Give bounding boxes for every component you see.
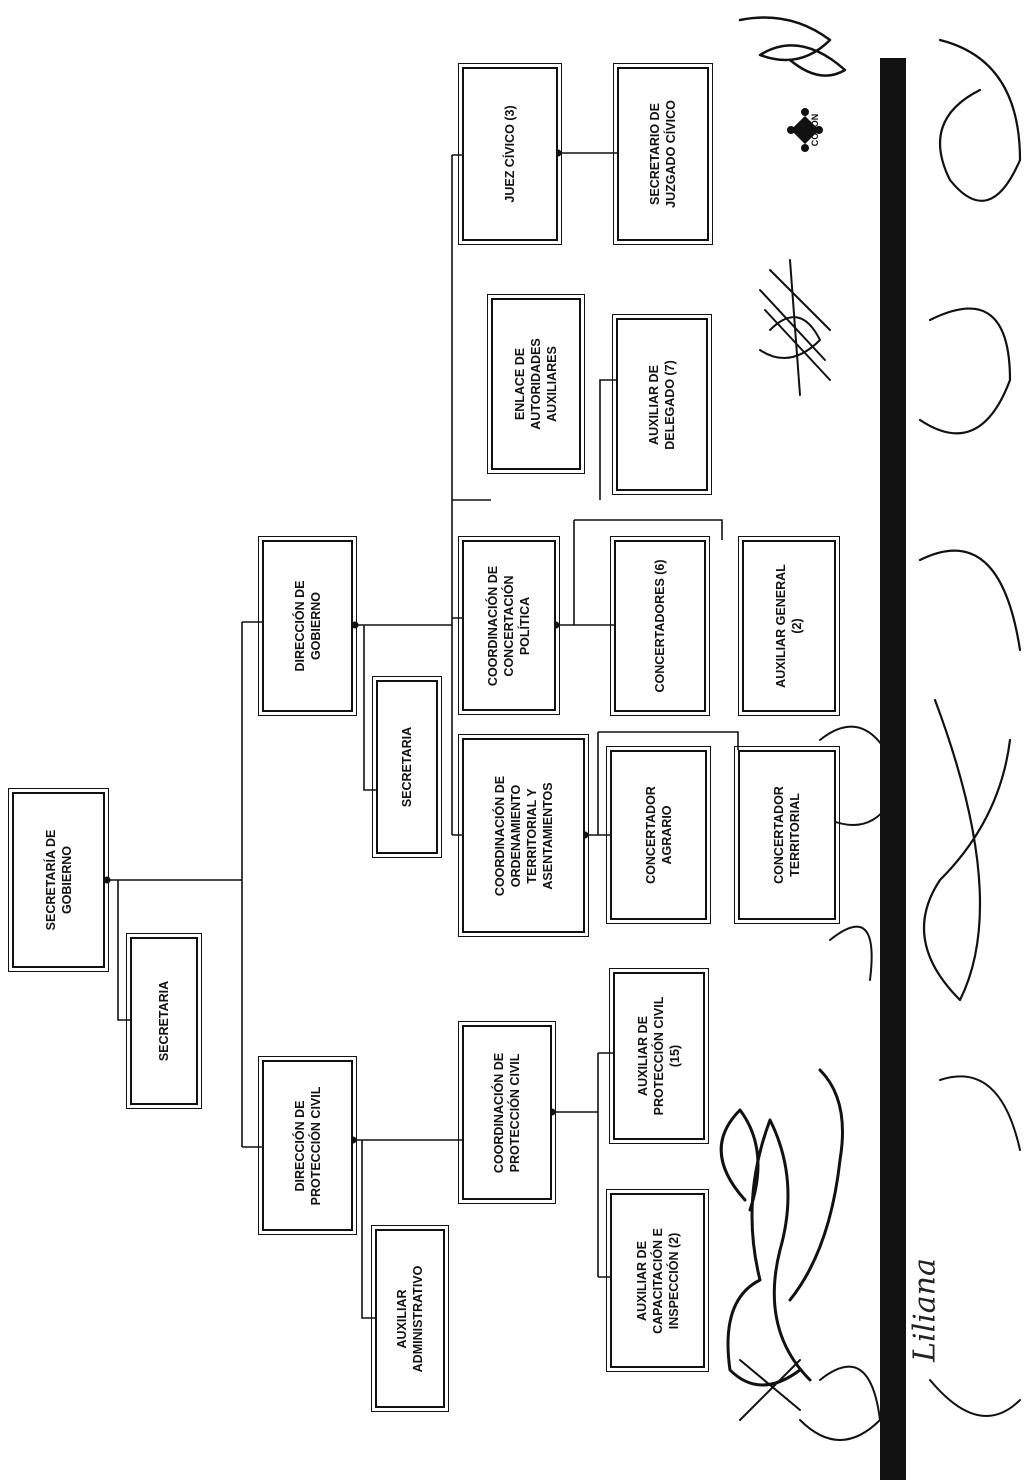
node-auxiliar-administrativo: AUXILIAR ADMINISTRATIVO bbox=[371, 1225, 449, 1412]
node-direccion-de-proteccion-civil: DIRECCIÓN DE PROTECCIÓN CIVIL bbox=[258, 1056, 357, 1235]
node-label: SECRETARIA bbox=[157, 980, 171, 1062]
connector-concertacion-staff bbox=[556, 519, 723, 626]
node-coordinacion-ordenamiento: COORDINACIÓN DE ORDENAMIENTO TERRITORIAL… bbox=[458, 734, 589, 937]
signature-top bbox=[738, 16, 847, 77]
connector-directors bbox=[242, 621, 262, 1148]
node-secretario-juzgado-civico: SECRETARIO DE JUZGADO CÍVICO bbox=[613, 63, 713, 245]
node-label: CONCERTADOR TERRITORIAL bbox=[772, 786, 802, 884]
node-label: AUXILIAR DE PROTECCIÓN CIVIL (15) bbox=[636, 996, 682, 1116]
node-label: DIRECCIÓN DE GOBIERNO bbox=[292, 580, 323, 672]
junction-dot bbox=[351, 621, 359, 629]
signature-lower bbox=[719, 1068, 844, 1387]
connector-gobierno-branches bbox=[452, 154, 491, 836]
page-edge-bar bbox=[880, 58, 906, 1480]
junction-dot bbox=[103, 876, 111, 884]
connector-ordenamiento-staff bbox=[585, 731, 739, 836]
node-label: CONCERTADOR AGRARIO bbox=[643, 786, 674, 884]
signature-name: Liliana bbox=[907, 1258, 943, 1362]
node-label: AUXILIAR ADMINISTRATIVO bbox=[395, 1265, 425, 1372]
signature-middle bbox=[759, 259, 831, 396]
node-concertadores: CONCERTADORES (6) bbox=[610, 536, 710, 716]
connector-enlace-staff bbox=[599, 379, 616, 500]
node-coordinacion-proteccion-civil: COORDINACIÓN DE PROTECCIÓN CIVIL bbox=[458, 1021, 556, 1204]
connector-pc-assistant bbox=[361, 1140, 375, 1319]
node-label: JUEZ CÍVICO (3) bbox=[503, 105, 517, 203]
connector-root bbox=[107, 622, 243, 1147]
node-secretaria-root: SECRETARIA bbox=[126, 933, 202, 1109]
node-auxiliar-de-delegado: AUXILIAR DE DELEGADO (7) bbox=[612, 314, 712, 495]
node-label: SECRETARÍA DE GOBIERNO bbox=[43, 829, 74, 931]
node-juez-civico: JUEZ CÍVICO (3) bbox=[458, 63, 562, 245]
node-label: SECRETARIO DE JUZGADO CÍVICO bbox=[648, 100, 678, 208]
node-coordinacion-concertacion-politica: COORDINACIÓN DE CONCERTACIÓN POLÍTICA bbox=[458, 536, 560, 715]
node-secretaria-de-gobierno: SECRETARÍA DE GOBIERNO bbox=[8, 788, 109, 972]
node-label: CONCERTADORES (6) bbox=[653, 559, 667, 693]
node-label: AUXILIAR DE DELEGADO (7) bbox=[647, 359, 677, 450]
node-auxiliar-proteccion-civil: AUXILIAR DE PROTECCIÓN CIVIL (15) bbox=[609, 968, 709, 1144]
node-label: AUXILIAR GENERAL (2) bbox=[774, 564, 804, 688]
node-enlace-autoridades: ENLACE DE AUTORIDADES AUXILIARES bbox=[487, 294, 585, 474]
node-label: ENLACE DE AUTORIDADES AUXILIARES bbox=[513, 338, 559, 430]
node-label: AUXILIAR DE CAPACITACIÓN E INSPECCIÓN (2… bbox=[634, 1227, 681, 1334]
connector-pc-staff bbox=[552, 1052, 613, 1278]
node-label: DIRECCIÓN DE PROTECCIÓN CIVIL bbox=[292, 1086, 323, 1205]
node-label: COORDINACIÓN DE ORDENAMIENTO TERRITORIAL… bbox=[492, 775, 555, 896]
connector-root-secretary bbox=[117, 880, 130, 1021]
signature-scribbles bbox=[719, 16, 1022, 1441]
node-secretaria-gobierno: SECRETARIA bbox=[372, 676, 442, 858]
node-concertador-territorial: CONCERTADOR TERRITORIAL bbox=[734, 746, 840, 924]
node-auxiliar-general: AUXILIAR GENERAL (2) bbox=[738, 536, 840, 716]
node-concertador-agrario: CONCERTADOR AGRARIO bbox=[606, 746, 711, 924]
node-direccion-de-gobierno: DIRECCIÓN DE GOBIERNO bbox=[258, 536, 357, 716]
signature-right bbox=[918, 38, 1022, 1002]
node-auxiliar-capacitacion: AUXILIAR DE CAPACITACIÓN E INSPECCIÓN (2… bbox=[606, 1189, 709, 1372]
node-label: COORDINACIÓN DE PROTECCIÓN CIVIL bbox=[492, 1052, 522, 1173]
node-label: COORDINACIÓN DE CONCERTACIÓN POLÍTICA bbox=[486, 565, 532, 686]
colon-logo-icon bbox=[787, 108, 823, 152]
node-label: SECRETARIA bbox=[400, 726, 414, 808]
logo-text: COLÓN bbox=[810, 113, 820, 147]
connector-gobierno-coordinations bbox=[355, 155, 453, 835]
connector-gobierno-secretary bbox=[363, 625, 376, 791]
